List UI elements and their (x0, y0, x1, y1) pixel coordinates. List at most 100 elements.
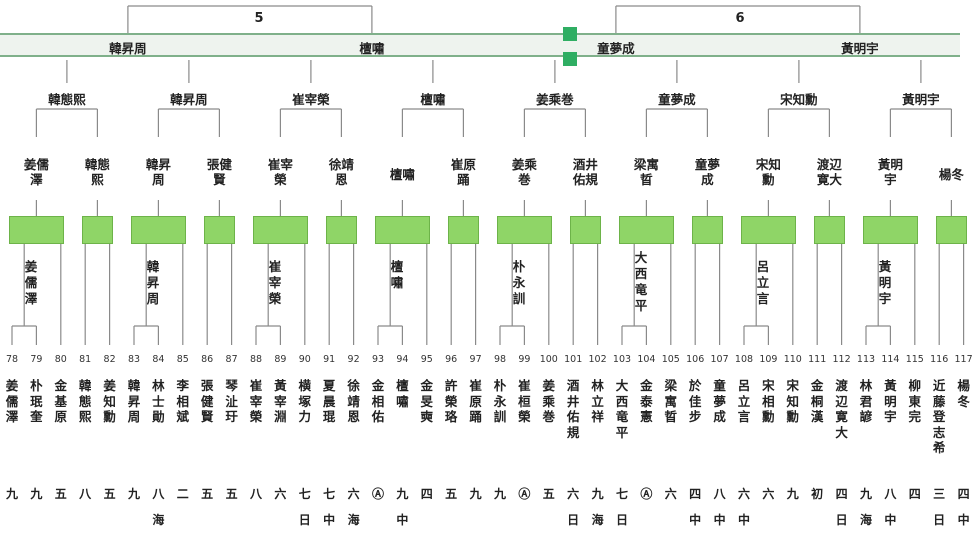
player-rank: 六 (664, 487, 677, 501)
group-label-5: 5 (254, 11, 264, 26)
player-name: 林君諺 (859, 378, 873, 424)
player-rank: Ⓐ (518, 487, 531, 501)
round1-name: 黃明宇 (841, 41, 879, 56)
round2-name: 崔宰榮 (292, 92, 330, 107)
bracket-lines (11, 5, 965, 345)
player-rank: 初 (811, 487, 824, 501)
player-seed-number: 78 (5, 354, 19, 365)
player-rank: 四 (835, 487, 848, 501)
player-rank: 六 (737, 487, 750, 501)
player-seed-number: 98 (493, 354, 507, 365)
player-seed-number: 86 (201, 354, 214, 365)
round4-match-box (448, 216, 479, 244)
player-seed-number: 96 (445, 354, 458, 365)
round2-name: 宋知勳 (780, 92, 818, 107)
player-rank: 五 (201, 487, 214, 501)
player-name: 金桐漢 (810, 378, 824, 424)
player-rank: 九 (859, 487, 872, 501)
player-seed-number: 91 (323, 354, 336, 365)
player-rank: 三 (933, 487, 946, 501)
player-rank: 五 (542, 487, 555, 501)
round4-winner: 姜儒澤 (24, 259, 38, 306)
player-seed-number: 109 (759, 354, 778, 365)
player-name: 横塚力 (298, 378, 312, 424)
player-rank: 六 (762, 487, 775, 501)
player-name: 宋知勳 (786, 378, 800, 424)
player-name: 酒井佑規 (566, 378, 580, 440)
group-label-6: 6 (735, 11, 745, 26)
player-seed-number: 102 (588, 354, 607, 365)
round3-name: 崔原踊 (450, 157, 476, 187)
player-name: 徐靖恩 (347, 378, 360, 424)
round4-match-box (570, 216, 601, 244)
player-rank: 五 (225, 487, 238, 501)
player-rank: 五 (54, 487, 67, 501)
player-rank: 九 (786, 487, 799, 501)
player-seed-number: 83 (127, 354, 141, 365)
player-seed-number: 104 (637, 354, 656, 365)
round4-match-box (131, 216, 186, 244)
player-rank: 四 (908, 487, 921, 501)
round4-winner: 大西竜平 (634, 250, 648, 313)
player-rank: 二 (176, 487, 189, 501)
player-affiliation: 日 (567, 513, 580, 527)
player-seed-number: 105 (661, 354, 680, 365)
player-rank: 八 (79, 487, 92, 501)
player-rank: 九 (5, 487, 18, 501)
player-seed-number: 99 (518, 354, 531, 365)
player-rank: 九 (469, 487, 482, 501)
round4-match-box (619, 216, 674, 244)
player-seed-number: 116 (930, 354, 949, 365)
round3-name: 宋知勳 (755, 157, 781, 187)
player-seed-number: 88 (249, 354, 263, 365)
round3-name: 張健賢 (206, 157, 232, 187)
player-rank: 六 (347, 487, 360, 501)
player-seed-number: 101 (564, 354, 583, 365)
player-seed-number: 110 (783, 354, 802, 365)
player-name: 柳東完 (908, 378, 922, 424)
player-name: 許榮珞 (444, 378, 458, 424)
player-rank: 九 (493, 487, 506, 501)
player-name: 崔宰榮 (249, 378, 263, 424)
round4-match-box (741, 216, 796, 244)
player-name: 金基原 (54, 378, 68, 424)
player-seed-number: 117 (954, 354, 973, 365)
round4-match-box (692, 216, 723, 244)
player-affiliation: 日 (933, 513, 946, 527)
player-seed-number: 112 (832, 354, 851, 365)
player-affiliation: 海 (152, 513, 165, 527)
player-seed-number: 94 (396, 354, 409, 365)
player-seed-number: 103 (612, 354, 632, 365)
player-name: 林士勛 (152, 378, 165, 424)
player-seed-number: 92 (347, 354, 360, 365)
round4-match-box (204, 216, 235, 244)
player-rank: 九 (396, 487, 409, 501)
round3-name: 黃明宇 (877, 157, 903, 187)
round4-match-box (253, 216, 308, 244)
center-marker-top (563, 27, 577, 41)
player-affiliation: 海 (859, 513, 872, 527)
round2-name: 韓昇周 (170, 92, 208, 107)
player-name: 姜儒澤 (5, 378, 19, 424)
round3-name: 渡辺寛大 (816, 157, 842, 187)
player-affiliation: 海 (347, 513, 360, 527)
player-affiliation: 日 (835, 513, 848, 527)
round3-name: 檀嘯 (389, 167, 415, 182)
player-name: 梁寓晢 (664, 378, 678, 424)
player-seed-number: 81 (79, 354, 92, 365)
player-seed-number: 95 (420, 354, 433, 365)
player-rank: Ⓐ (371, 487, 384, 501)
player-name: 朴珉奎 (30, 378, 43, 424)
round4-match-box (82, 216, 113, 244)
player-name: 崔桓榮 (518, 378, 531, 424)
player-name: 夏晨琨 (322, 378, 336, 424)
player-seed-number: 107 (710, 354, 729, 365)
tournament-bracket: 5 6 韓昇周檀嘯童夢成黃明宇 韓態熙韓昇周崔宰榮檀嘯姜乘巻童夢成宋知勳黃明宇 … (0, 5, 973, 527)
player-name: 金泰憲 (640, 378, 653, 424)
player-name: 宋相勳 (762, 378, 775, 424)
player-name: 崔原踊 (469, 378, 482, 424)
player-name: 黃宰淵 (274, 378, 287, 424)
player-name: 金相佑 (371, 378, 385, 424)
round1-name: 童夢成 (597, 41, 635, 56)
player-name: 金旻奭 (420, 378, 434, 424)
